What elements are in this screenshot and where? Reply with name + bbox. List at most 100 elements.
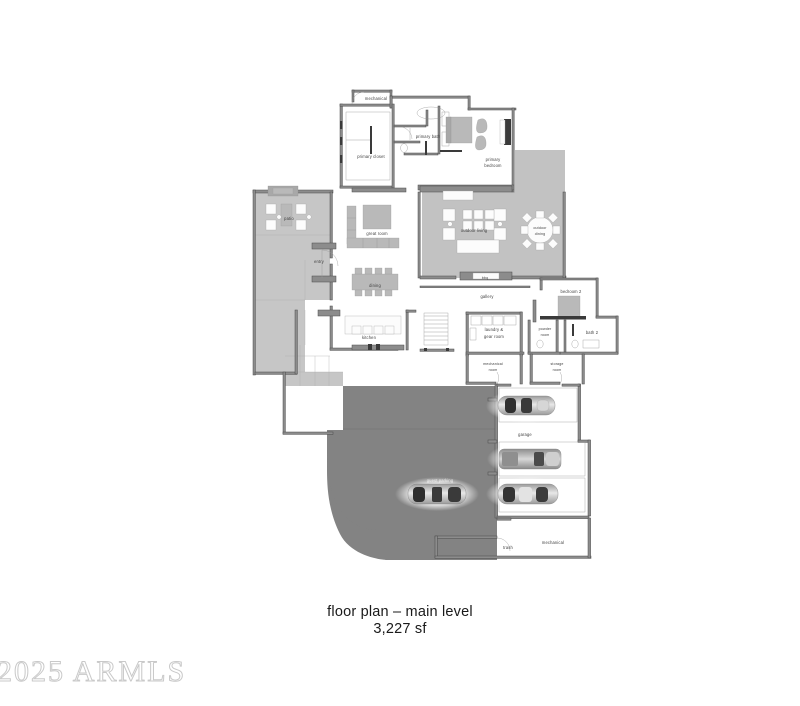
wall-garage-east-2 (587, 439, 591, 517)
guest-car (395, 477, 479, 511)
label-outdoor-living: outdoor living (461, 228, 488, 233)
bath2-tub (582, 339, 600, 349)
patio-group (252, 185, 334, 435)
slider-panel-1 (311, 242, 337, 250)
label-entry: entry (314, 259, 325, 264)
island-stool-3 (373, 325, 384, 335)
wall-powder-south (527, 351, 561, 355)
od-chair-e (552, 225, 561, 235)
patio-sidetable-2 (306, 214, 312, 220)
label-primary-bedroom-line2: bedroom (484, 163, 502, 168)
walls-primary-suite (339, 89, 517, 198)
garage-jog-2 (487, 439, 498, 444)
label-bbq: bbq (482, 276, 488, 280)
label-dining: dining (369, 283, 381, 288)
patio-paving (255, 192, 330, 372)
bed-2 (557, 295, 581, 319)
wall-suite-west (339, 103, 343, 189)
wall-storage-south (529, 381, 561, 385)
label-mechroom-line1: mechanical (483, 362, 503, 366)
door-arc-trash (496, 537, 511, 552)
stair-newel-2 (446, 348, 449, 351)
dining-chair-s3 (374, 289, 383, 297)
closet-partition (370, 126, 372, 154)
outdoor-round-table (526, 216, 554, 244)
wall-stair-west (405, 309, 409, 351)
label-bedroom-2: bedroom 2 (561, 289, 582, 294)
label-mechanical-upper: mechanical (365, 96, 387, 101)
garage-jog-3 (487, 471, 498, 476)
ground-paving-group (255, 150, 565, 386)
caption-area: 3,227 sf (373, 621, 427, 638)
label-primary-bedroom-line1: primary (486, 157, 501, 162)
label-primary-closet: primary closet (357, 154, 385, 159)
od-chair-n (535, 210, 545, 219)
caption-title: floor plan – main level (327, 604, 473, 620)
patio-seating (265, 203, 312, 231)
bbq-counter (472, 272, 500, 280)
wall-b2-east-return (595, 315, 619, 319)
bath2-partition (572, 324, 574, 336)
bathtub (416, 106, 446, 120)
wall-bath-lower (440, 150, 462, 152)
wall-site-stub (294, 309, 298, 375)
label-great-room: great room (366, 231, 388, 236)
wall-bath-shower (425, 109, 429, 127)
wall-mechrm-south (465, 381, 497, 385)
wall-bedroom-north (467, 107, 517, 111)
wall-b2-east (595, 277, 599, 319)
dining-chair-s1 (354, 289, 363, 297)
label-primary-bath: primary bath (416, 134, 441, 139)
patio-firepit (272, 187, 294, 195)
wall-suite-north-1 (339, 103, 393, 107)
od-chair-ne (547, 212, 559, 223)
label-trash: trash (503, 545, 513, 550)
toilet-primary (400, 143, 408, 153)
wall-trash-top (496, 517, 512, 521)
bedroom-window-unit (504, 119, 511, 145)
outdoor-living-paving (420, 192, 565, 278)
driveway-body (327, 386, 497, 530)
wall-service-west (434, 535, 438, 559)
armls-watermark: 2025 ARMLS (0, 655, 187, 689)
toilet-bath2 (571, 339, 579, 349)
patio-chair-4 (295, 219, 307, 231)
wall-powder-west (527, 319, 531, 355)
door-arc-mechroom (496, 371, 499, 385)
label-storage-line1: storage (550, 362, 563, 366)
driveway-group (327, 386, 497, 560)
label-bath-2: bath 2 (586, 330, 599, 335)
range-2 (376, 344, 380, 350)
label-patio: patio (284, 216, 294, 221)
wall-garage-east-1 (577, 383, 581, 443)
outdoor-sofa (456, 239, 500, 254)
wall-stair-south (419, 348, 455, 352)
wall-site-south (282, 431, 334, 435)
closet-window-w1 (340, 121, 343, 129)
island-stool-4 (384, 325, 395, 335)
wall-mech-top (351, 89, 393, 93)
wall-b2-north (539, 277, 599, 281)
label-outdoor-dining-line1: outdoor (533, 226, 547, 230)
dining-chair-s2 (364, 289, 373, 297)
stair-newel-1 (424, 348, 427, 351)
outdoor-sidetable-1 (447, 221, 453, 227)
patio-chair-3 (295, 203, 307, 215)
wall-garage-north-2 (561, 383, 581, 387)
wall-gallery-north (419, 285, 531, 288)
dining-chair-s4 (384, 289, 393, 297)
wall-patio-south-return (254, 371, 298, 375)
wall-service-south (434, 555, 592, 559)
patio-sidetable-1 (276, 214, 282, 220)
door-arc-mechanical (351, 91, 365, 105)
closet-window-w2 (340, 137, 343, 145)
dining-chair-n1 (354, 267, 363, 275)
od-chair-nw (521, 212, 533, 223)
wall-b2-south (540, 316, 586, 320)
terrace-bench (442, 190, 474, 201)
stair-group (405, 309, 455, 352)
terrace-south-wall-e (511, 275, 567, 280)
wall-closet-east (391, 103, 395, 189)
